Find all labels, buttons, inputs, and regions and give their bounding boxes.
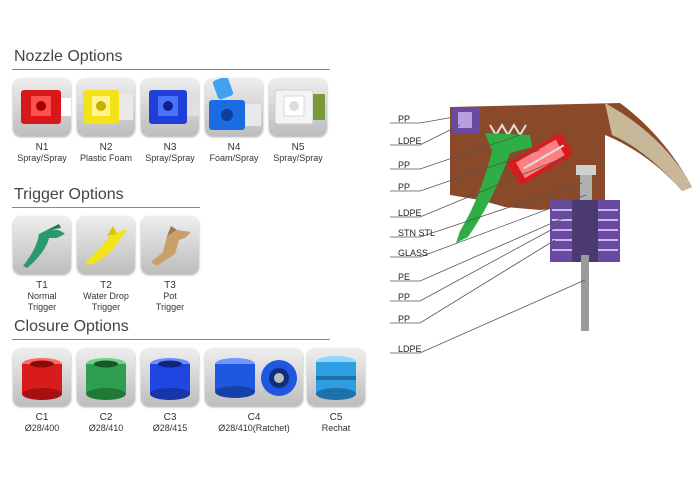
trigger-t3-line1: Pot <box>163 291 177 301</box>
closure-c4-label: Ø28/410(Ratchet) <box>218 423 290 433</box>
material-label-11: LDPE <box>398 344 422 354</box>
closure-c3-image[interactable] <box>141 348 199 406</box>
trigger-t2-code: T2 <box>100 280 112 291</box>
nozzle-n4-label: Foam/Spray <box>209 153 259 163</box>
trigger-divider <box>12 207 200 208</box>
dip-tube-part <box>581 255 589 331</box>
nozzle-insert-part <box>458 112 472 128</box>
material-label-2: LDPE <box>398 136 422 146</box>
trigger-t1-code: T1 <box>36 280 48 291</box>
closure-c5-image[interactable] <box>307 348 365 406</box>
nozzle-options-title: Nozzle Options <box>14 48 123 65</box>
closure-c2-label: Ø28/410 <box>88 423 124 433</box>
closure-c4-code: C4 <box>247 412 261 423</box>
nozzle-n4-code: N4 <box>227 142 241 153</box>
nozzle-n1-image[interactable] <box>13 78 71 136</box>
trigger-t1-line1: Normal <box>27 291 57 301</box>
trigger-t1-line2: Trigger <box>27 302 57 312</box>
closure-options-title: Closure Options <box>14 318 129 335</box>
material-label-9: PP <box>398 292 411 302</box>
nozzle-n5-label: Spray/Spray <box>273 153 323 163</box>
trigger-t2-line2: Trigger <box>91 302 121 312</box>
nozzle-n5-image[interactable] <box>269 78 327 136</box>
closure-divider <box>12 339 330 340</box>
material-label-8: PE <box>398 272 411 282</box>
closure-c2-code: C2 <box>99 412 113 423</box>
nozzle-n2-label: Plastic Foam <box>79 153 132 163</box>
closure-inner-part <box>572 200 598 262</box>
trigger-t3-code: T3 <box>164 280 176 291</box>
material-label-4: PP <box>398 182 411 192</box>
nozzle-n3-label: Spray/Spray <box>145 153 195 163</box>
material-label-6: STN STL <box>398 228 436 238</box>
leader-lines <box>390 116 587 354</box>
trigger-t2-line1: Water Drop <box>83 291 129 301</box>
nozzle-n1-code: N1 <box>35 142 49 153</box>
closure-c2-image[interactable] <box>77 348 135 406</box>
closure-c1-code: C1 <box>35 412 49 423</box>
closure-c4-image[interactable] <box>205 348 303 406</box>
piston-assembly <box>508 133 573 185</box>
nozzle-n5-code: N5 <box>291 142 305 153</box>
closure-c1-image[interactable] <box>13 348 71 406</box>
trigger-part <box>456 133 532 243</box>
nozzle-n2-image[interactable] <box>77 78 135 136</box>
trigger-t3-image[interactable] <box>141 216 199 274</box>
material-label-10: PP <box>398 314 411 324</box>
material-label-5: LDPE <box>398 208 422 218</box>
shroud-nose <box>605 103 692 191</box>
material-label-1: PP <box>398 114 411 124</box>
material-label-3: PP <box>398 160 411 170</box>
trigger-t2-image[interactable] <box>77 216 135 274</box>
valve-top-part <box>576 165 596 175</box>
trigger-t3-line2: Trigger <box>155 302 185 312</box>
material-label-7: GLASS <box>398 248 429 258</box>
closure-c1-label: Ø28/400 <box>24 423 60 433</box>
closure-c5-code: C5 <box>329 412 343 423</box>
trigger-t1-image[interactable] <box>13 216 71 274</box>
closure-c3-label: Ø28/415 <box>152 423 188 433</box>
closure-c3-code: C3 <box>163 412 177 423</box>
nozzle-divider <box>12 69 330 70</box>
nozzle-n2-code: N2 <box>99 142 113 153</box>
sprayer-cross-section-diagram <box>390 103 692 354</box>
nozzle-n4-image[interactable] <box>205 78 263 136</box>
nozzle-n1-label: Spray/Spray <box>17 153 67 163</box>
nozzle-n3-image[interactable] <box>141 78 199 136</box>
closure-c5-label: Rechat <box>321 423 351 433</box>
nozzle-n3-code: N3 <box>163 142 177 153</box>
trigger-options-title: Trigger Options <box>14 186 124 203</box>
